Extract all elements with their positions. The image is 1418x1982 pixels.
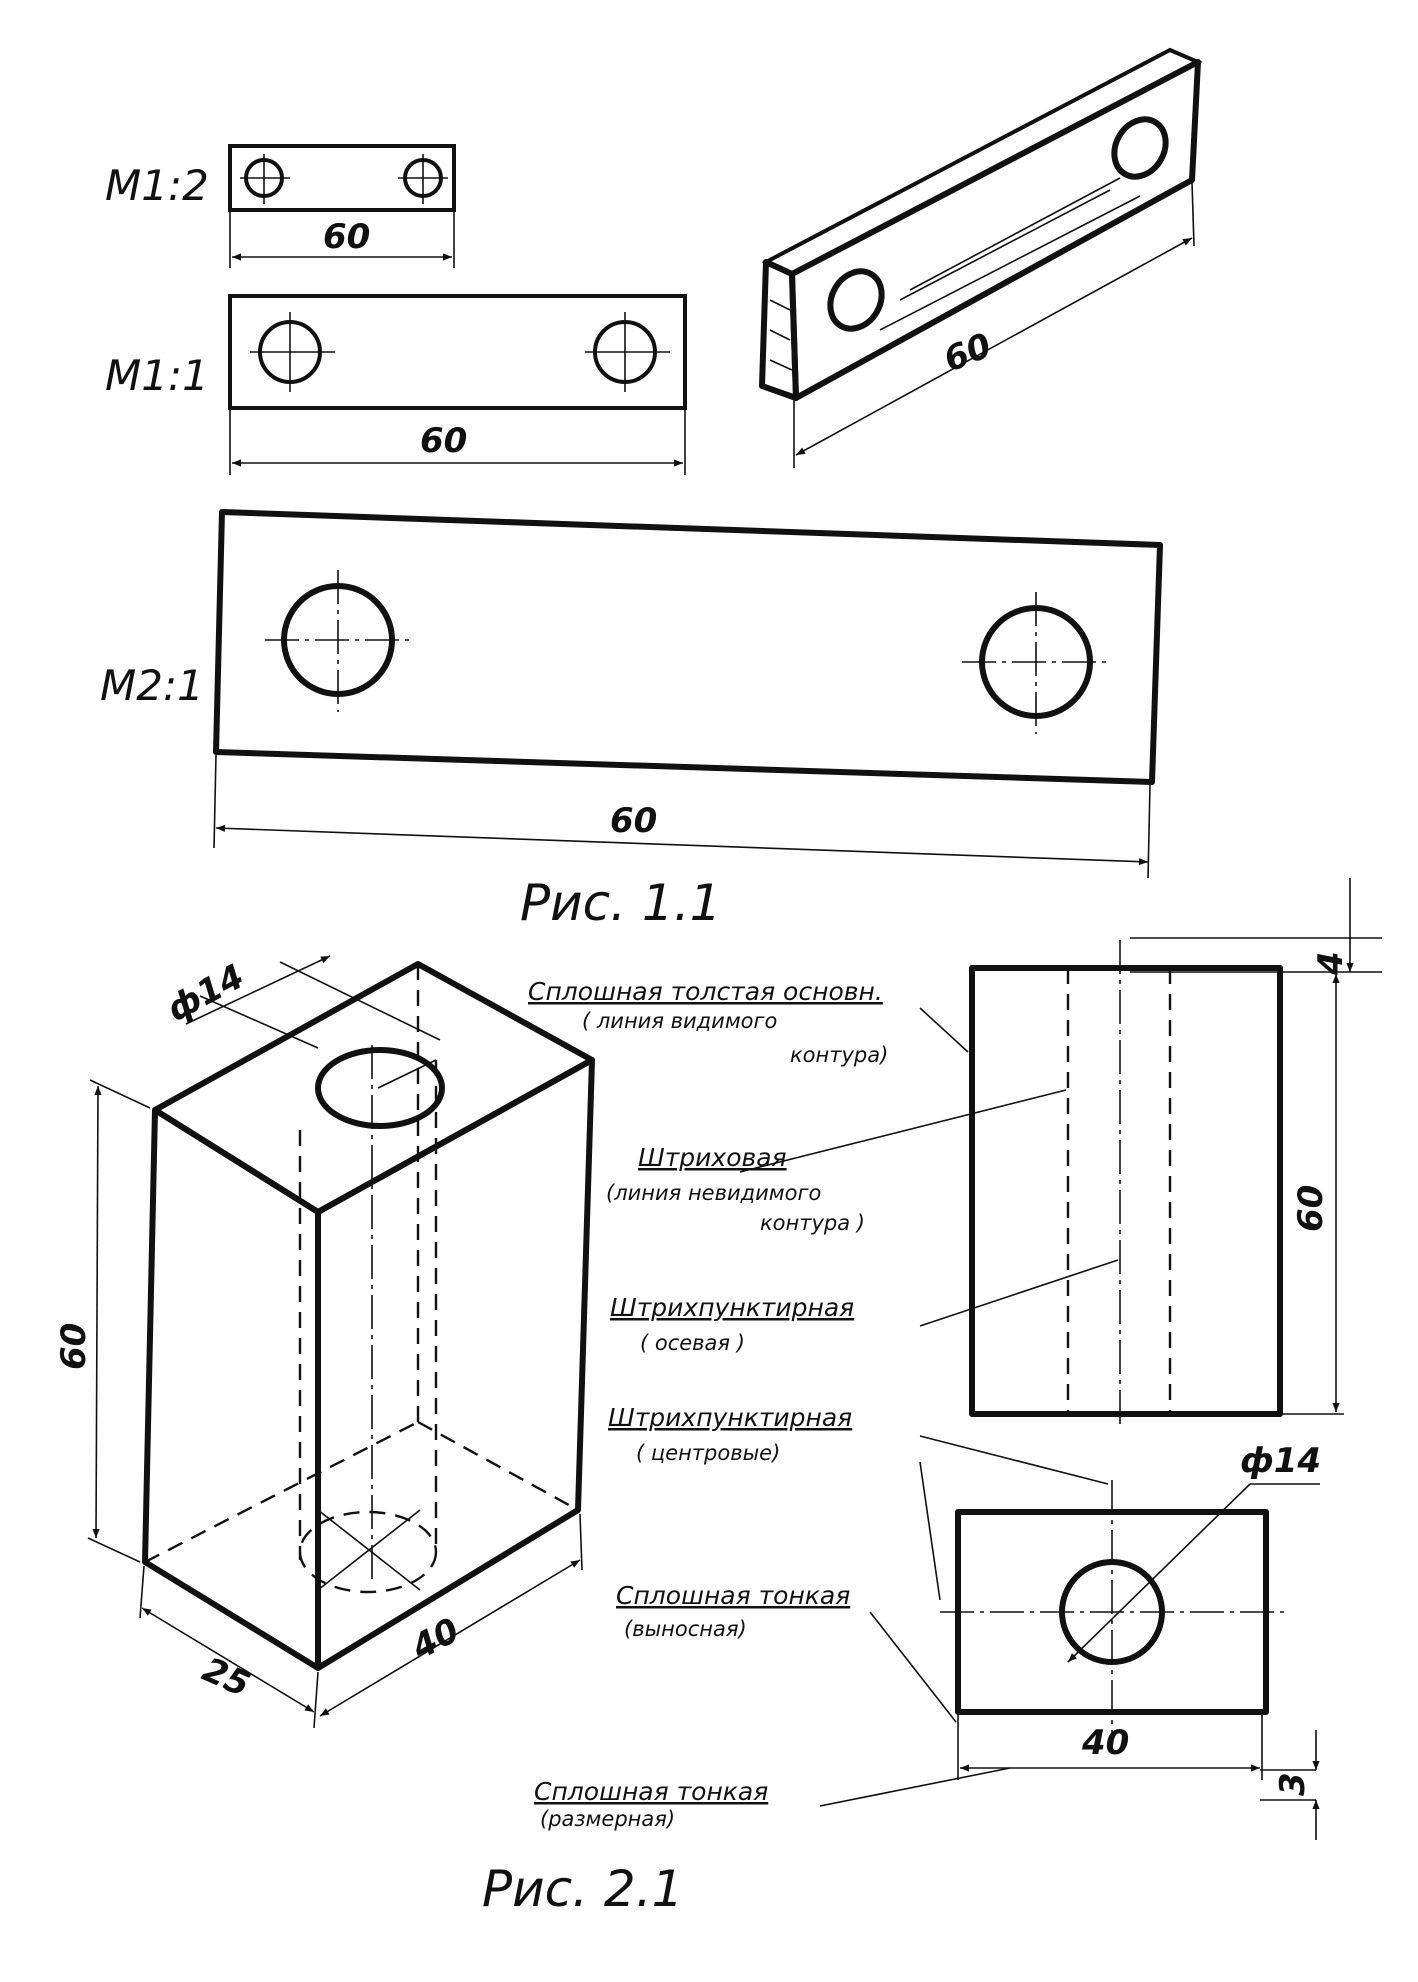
plate-outline-1-1 (228, 294, 687, 410)
iso-plate-end-face (759, 259, 799, 401)
plate-outline-1-2 (228, 144, 456, 212)
iso-block-right-face (315, 1057, 595, 1671)
note-center-line1: ( центровые) (636, 1441, 780, 1465)
iso-plate-dimension-line (795, 237, 1193, 456)
front-view-outline (969, 965, 1283, 1417)
isometric-plate: 60 (759, 47, 1203, 468)
front-height-label: 60 (1291, 1185, 1331, 1232)
view-scale-2-1: M2:1 60 (100, 509, 1163, 879)
note-solid-thick-line2: контура) (790, 1043, 888, 1067)
note-extension-title: Сплошная тонкая (616, 1581, 850, 1610)
iso-hole-right (1111, 116, 1169, 180)
iso-block-hole (315, 1047, 445, 1129)
front-top-dim-label: 4 (1311, 951, 1351, 976)
scale-label-m2-1: M2:1 (100, 661, 204, 710)
note-axis-title: Штрихпунктирная (610, 1293, 854, 1322)
note-dimension-line1: (размерная) (540, 1807, 675, 1831)
view-scale-1-1: M1:1 60 (105, 294, 687, 475)
iso-plate-front-face (789, 59, 1201, 401)
view-scale-1-2: M1:2 60 (105, 144, 456, 268)
scale-label-m1-1: M1:1 (105, 351, 209, 400)
iso-hole-left (827, 268, 885, 332)
dimension-label-1-1: 60 (420, 421, 467, 461)
note-extension-line1: (выносная) (624, 1617, 747, 1641)
note-axis-line1: ( осевая ) (640, 1331, 745, 1355)
front-view: 4 60 (969, 878, 1382, 1430)
note-solid-thick-title: Сплошная толстая основн. (528, 977, 883, 1006)
iso-length-dim-line (319, 1559, 581, 1717)
plan-gap-label: 3 (1273, 1772, 1313, 1796)
plan-diameter-label: ф14 (1240, 1441, 1321, 1481)
scale-label-m1-2: M1:2 (105, 161, 209, 210)
note-dashed-line1: (линия невидимого (606, 1181, 821, 1205)
iso-width-dim-line (141, 1607, 315, 1713)
note-dashed-line2: контура ) (760, 1211, 865, 1235)
dimension-line-2-1 (215, 824, 1149, 866)
figure-2-1: ф14 60 25 40 4 (54, 878, 1382, 1918)
dimension-label-2-1: 60 (610, 801, 657, 841)
iso-plate-top-face (761, 47, 1203, 277)
iso-block-left-face (142, 1107, 321, 1671)
iso-diameter-label: ф14 (160, 957, 250, 1030)
plan-view: ф14 40 3 (940, 1441, 1321, 1840)
iso-height-label: 60 (54, 1323, 94, 1370)
iso-width-label: 25 (196, 1650, 256, 1706)
caption-fig-1-1: Рис. 1.1 (520, 874, 721, 932)
plate-outline-2-1 (213, 509, 1163, 785)
note-solid-thick-line1: ( линия видимого (582, 1009, 777, 1033)
caption-fig-2-1: Рис. 2.1 (482, 1860, 683, 1918)
figure-1-1: M1:2 60 M1:1 60 (100, 47, 1203, 932)
plan-length-label: 40 (1081, 1723, 1129, 1763)
note-center-title: Штрихпунктирная (608, 1403, 852, 1432)
note-dimension-title: Сплошная тонкая (534, 1777, 768, 1806)
isometric-block: ф14 60 25 40 (54, 955, 595, 1729)
iso-height-dim-line (92, 1085, 102, 1539)
line-type-notes: Сплошная толстая основн. ( линия видимог… (528, 977, 1119, 1831)
note-dashed-title: Штриховая (638, 1143, 787, 1172)
dimension-label-1-2: 60 (323, 217, 370, 257)
